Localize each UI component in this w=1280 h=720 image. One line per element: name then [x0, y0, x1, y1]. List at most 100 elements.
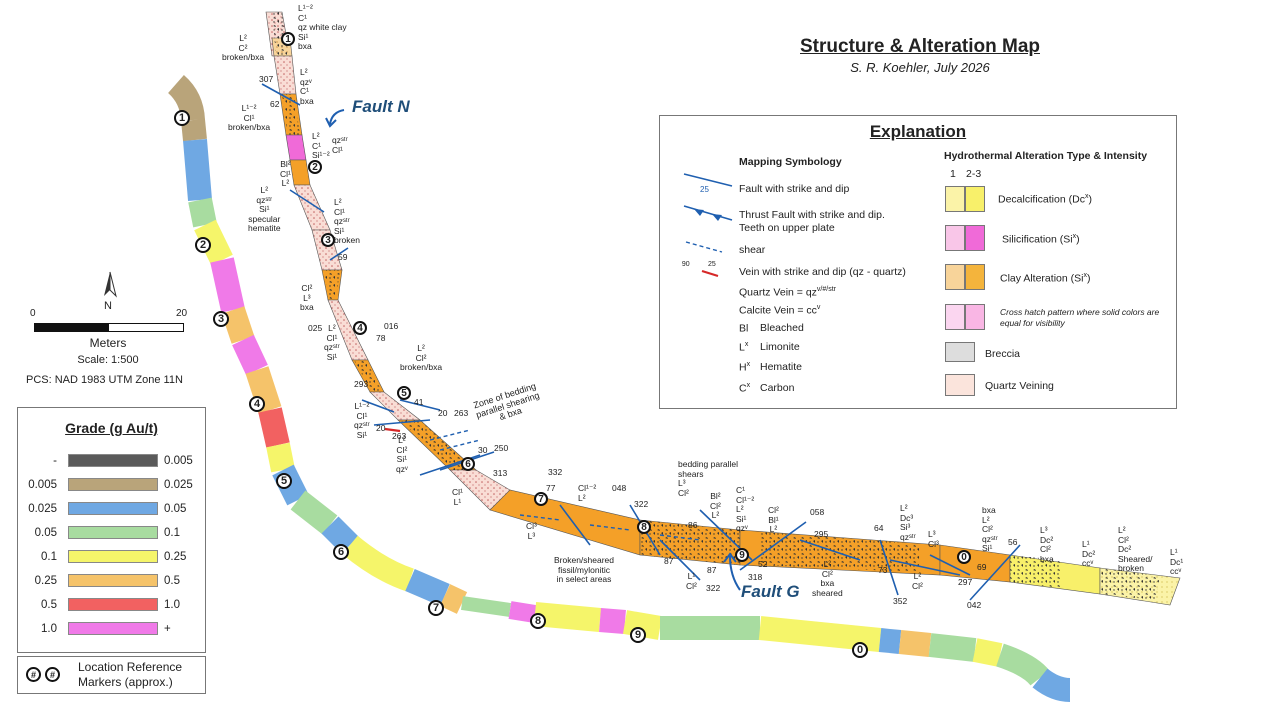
intensity-1: 1 — [950, 168, 956, 180]
symbol-thrust-note: Teeth on upper plate — [739, 222, 835, 234]
measurement: 87 — [707, 565, 717, 575]
swatch-silic-2 — [965, 225, 985, 251]
swatch-hatch-2 — [965, 304, 985, 330]
marker-strip-5: 5 — [397, 386, 411, 400]
marker-left-1: 1 — [174, 110, 190, 126]
measurement: 048 — [612, 483, 627, 493]
swatch-clay-1 — [945, 264, 965, 290]
annotation: Cl³ L³ — [526, 521, 537, 541]
fault-n-label: Fault N — [352, 97, 410, 116]
symbol-vein: Vein with strike and dip (qz - quartz) — [739, 266, 906, 278]
annotation: L¹ Dc² ccᵛ — [1082, 539, 1096, 568]
measurement: 352 — [893, 596, 908, 606]
abbrev-code: Bl — [739, 322, 749, 335]
marker-strip-7: 7 — [534, 492, 548, 506]
annotation: L² qzˢᵗʳ Si¹ specular hematite — [248, 185, 281, 233]
annotation: L² Cl¹ qzˢᵗʳ Si¹ — [324, 323, 340, 362]
marker-left-4: 4 — [249, 396, 265, 412]
symbol-shear: shear — [739, 244, 766, 256]
measurement: 41 — [414, 397, 424, 407]
measurement: 73 — [878, 565, 888, 575]
measurement: 318 — [748, 572, 763, 582]
abbrev-name: Bleached — [760, 322, 804, 334]
swatch-decalc-1 — [945, 186, 965, 212]
abbrev-code: Lx — [739, 341, 749, 354]
legend-breccia: Breccia — [985, 348, 1021, 360]
annotation: L¹⁻² Cl¹ qzˢᵗʳ Si¹ — [354, 401, 370, 440]
annotation: L¹⁻² C¹ qz white clay Si¹ bxa — [298, 3, 347, 51]
annotation: L² Cl² — [912, 571, 923, 591]
annotation: C¹ Cl¹⁻² L² Si¹ qzᵛ — [736, 485, 755, 533]
scale-bar-white — [108, 323, 184, 332]
measurement: 20 — [376, 423, 386, 433]
marker-strip-9: 9 — [735, 548, 749, 562]
marker-strip-8: 8 — [637, 520, 651, 534]
pcs-label: PCS: NAD 1983 UTM Zone 11N — [26, 374, 183, 386]
marker-left-6: 6 — [333, 544, 349, 560]
measurement: 322 — [634, 499, 649, 509]
legend-qv: Quartz Veining — [985, 380, 1054, 392]
scale-block: N 0 20 Meters Scale: 1:500 PCS: NAD 1983… — [26, 270, 200, 395]
measurement: 025 — [308, 323, 323, 333]
grade-row: -0.005 — [53, 454, 193, 467]
measurement: 64 — [874, 523, 884, 533]
annotation: Cl² Bl¹ L² — [768, 505, 779, 534]
annotation: L² Cl² broken/bxa — [400, 343, 443, 372]
marker-left-9: 9 — [630, 627, 646, 643]
annotation: Bl² Cl² L² — [710, 491, 721, 520]
marker-strip-0: 0 — [957, 550, 971, 564]
explanation-title: Explanation — [869, 122, 967, 141]
marker-strip-2: 2 — [308, 160, 322, 174]
abbrev-code: Cx — [739, 382, 751, 395]
map-title-block: Structure & Alteration Map S. R. Koehler… — [760, 36, 1080, 75]
fault-g-label: Fault G — [741, 582, 800, 601]
measurement: 332 — [548, 467, 563, 477]
annotation: L² C² broken/bxa — [222, 33, 265, 62]
vein-dip-sample: 25 — [708, 261, 716, 268]
measurement: 293 — [354, 379, 369, 389]
marker-left-3: 3 — [213, 311, 229, 327]
map-title: Structure & Alteration Map — [800, 36, 1040, 57]
location-legend-label: Location Reference Markers (approx.) — [78, 660, 183, 689]
alteration-header: Hydrothermal Alteration Type & Intensity — [944, 150, 1148, 162]
measurement: 78 — [376, 333, 386, 343]
legend-clay: Clay Alteration (Six) — [1000, 272, 1091, 285]
annotation: L² C¹ Si¹⁻² — [312, 131, 330, 160]
measurement: 295 — [814, 529, 829, 539]
annotation: L² Cl² bxa sheared — [812, 559, 843, 598]
annotation: L² Cl² Dc² Sheared/ broken — [1118, 525, 1153, 573]
swatch-silic-1 — [945, 225, 965, 251]
measurement: 86 — [688, 520, 698, 530]
measurement: 250 — [494, 443, 509, 453]
symbol-fault: Fault with strike and dip — [739, 183, 850, 195]
annotation: Cl¹⁻² L² — [578, 483, 597, 503]
marker-left-8: 8 — [530, 613, 546, 629]
breccia-overlays — [272, 12, 1160, 600]
symbology-icons: 25 290 25 — [682, 173, 733, 278]
symbol-calcite-vein: Calcite Vein = ccv — [739, 304, 821, 317]
scale-start: 0 — [30, 308, 36, 319]
abbrev-name: Limonite — [760, 341, 800, 353]
marker-strip-6: 6 — [461, 457, 475, 471]
measurement: 307 — [259, 74, 274, 84]
measurement: 62 — [270, 99, 280, 109]
measurement: 313 — [493, 468, 508, 478]
scale-units: Meters — [89, 336, 127, 350]
measurement: 56 — [1008, 537, 1018, 547]
fault-dip-sample: 25 — [700, 185, 709, 194]
measurement: 20 — [438, 408, 448, 418]
location-legend: # # Location Reference Markers (approx.) — [17, 656, 206, 694]
map-subtitle: S. R. Koehler, July 2026 — [850, 60, 990, 75]
vein-symbols — [384, 427, 401, 433]
annotation: L² Cl¹ qzˢᵗʳ Si¹ broken — [334, 197, 360, 245]
grade-legend-title: Grade (g Au/t) — [65, 420, 158, 436]
measurement: 042 — [967, 600, 982, 610]
scale-bar-black — [34, 323, 108, 332]
abbrev-code: Hx — [739, 361, 751, 374]
